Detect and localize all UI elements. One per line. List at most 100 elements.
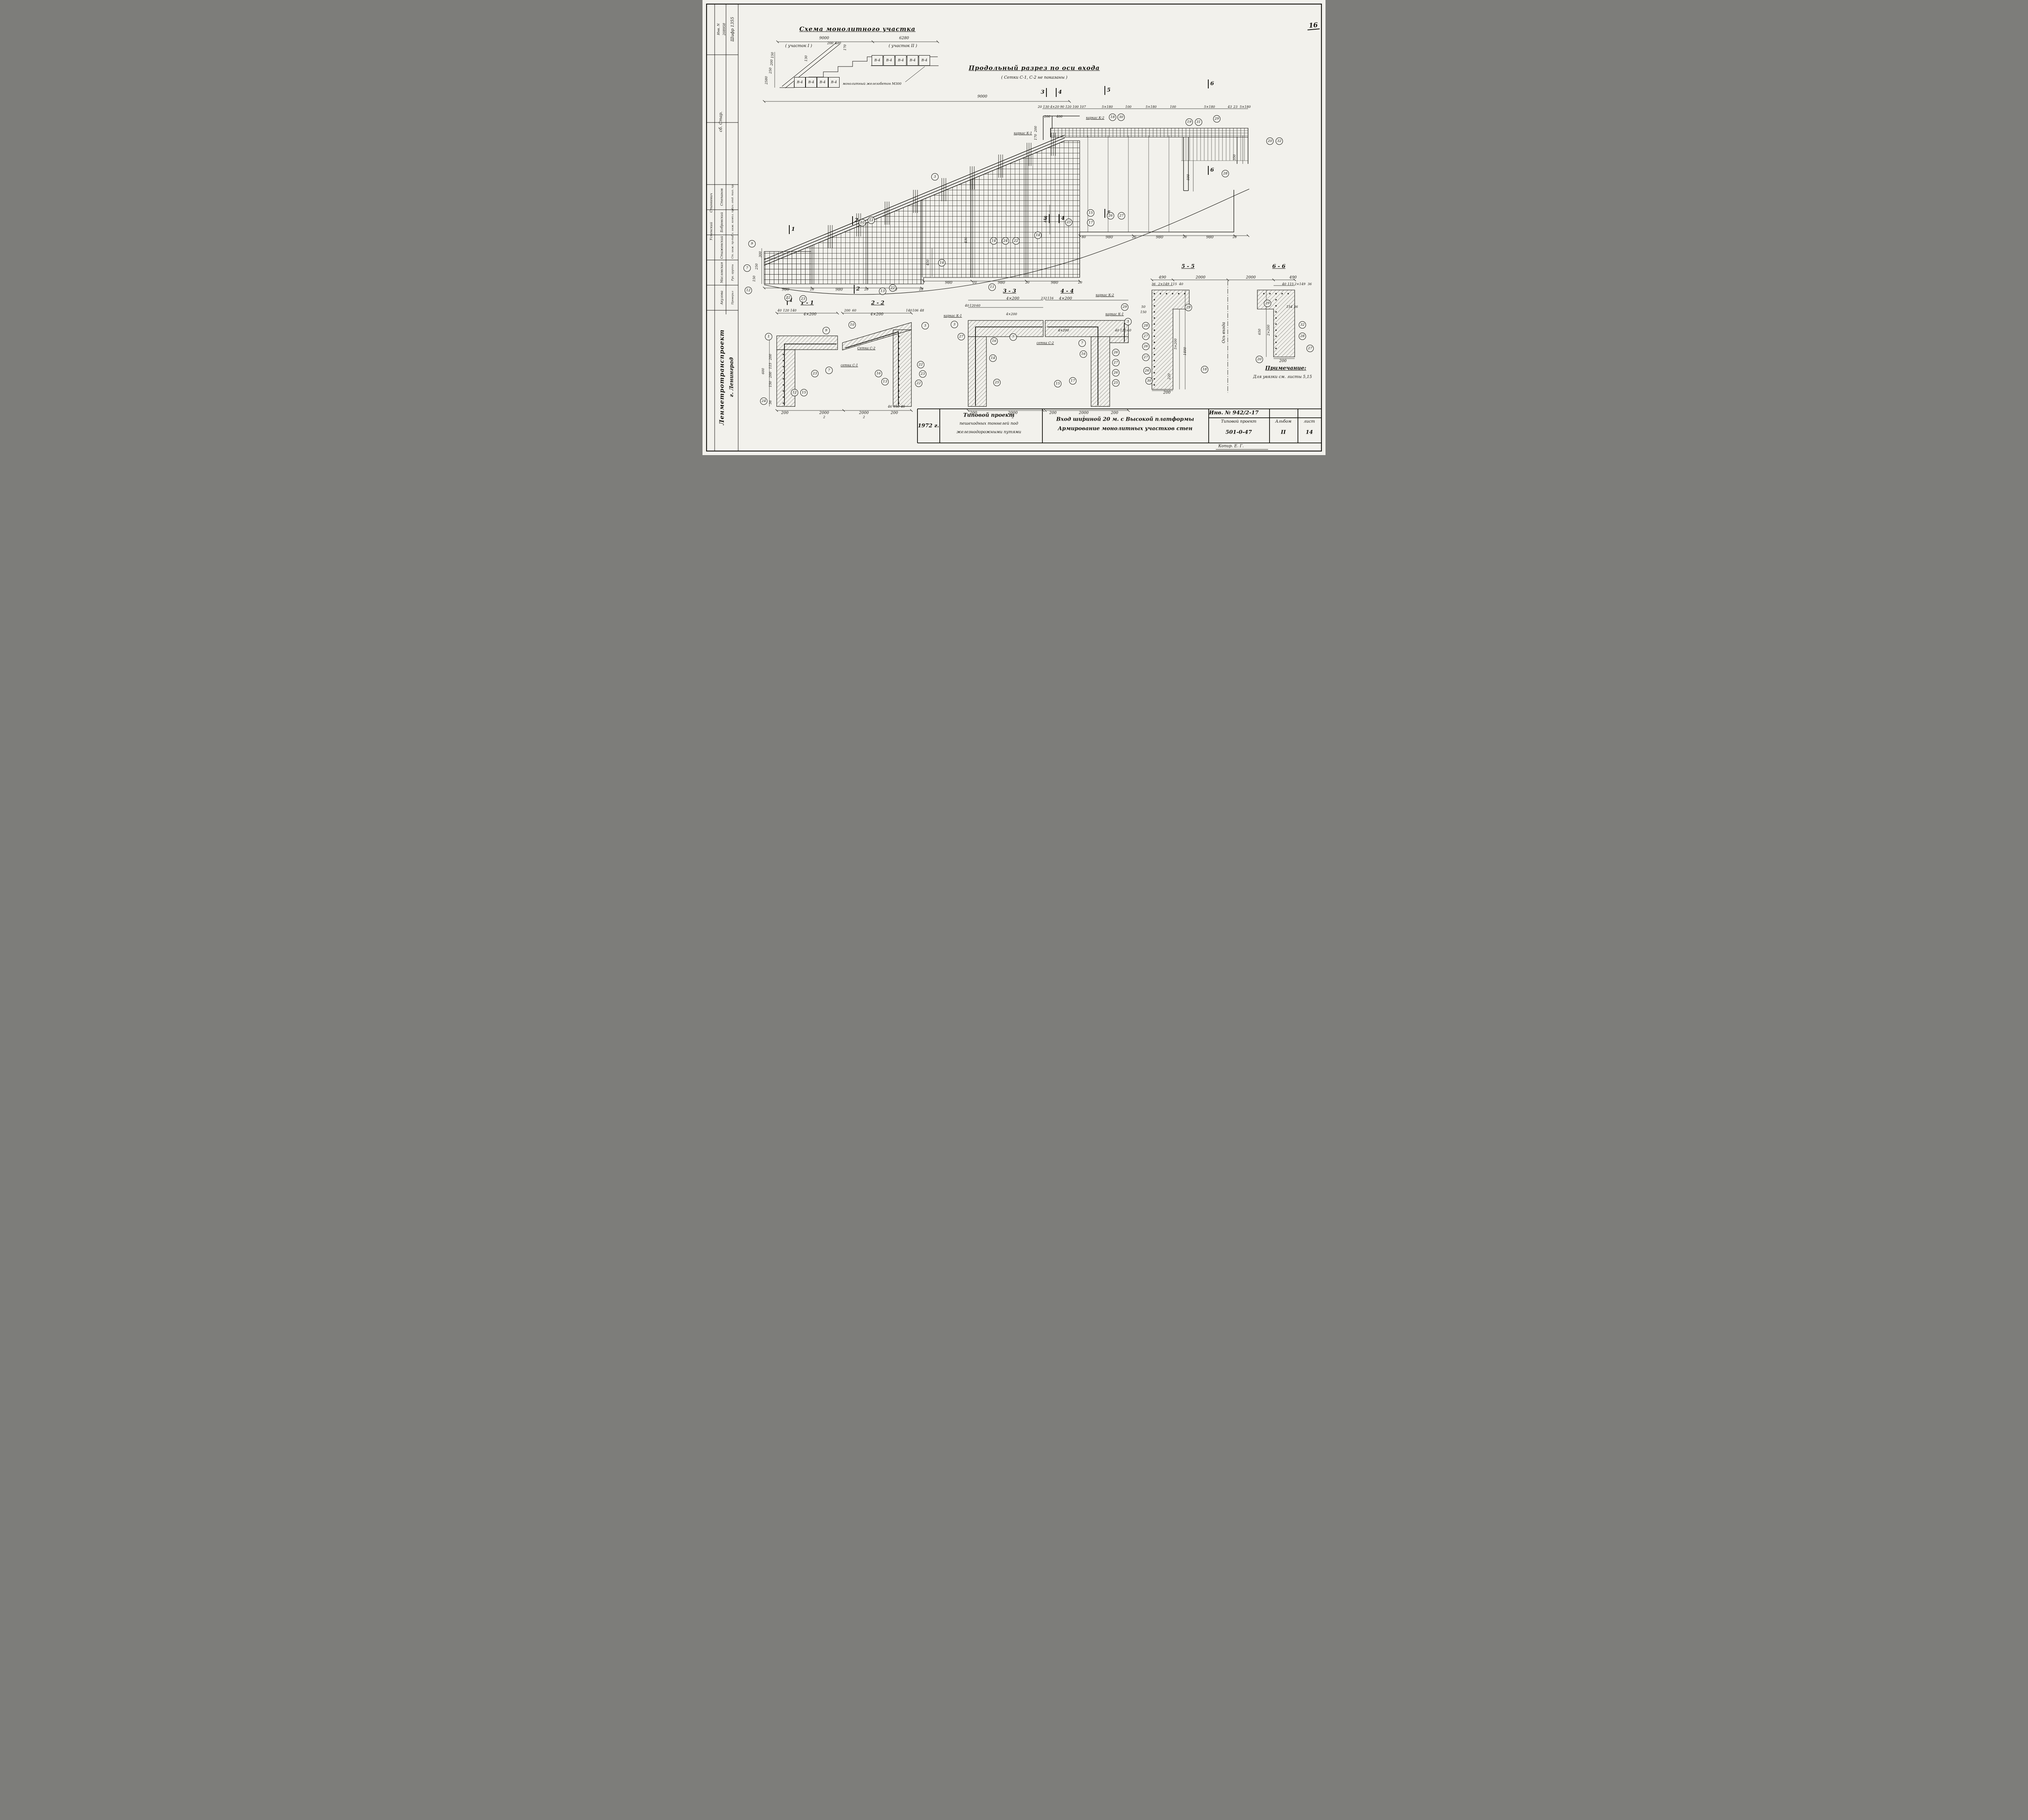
bar-mark-callout: 27 [1142,354,1149,361]
bar-mark-callout: 27 [958,333,965,340]
dimension-label: 980 [945,280,953,285]
dimension-label: 20 [1078,281,1083,284]
dimension-label: 5×200 [1174,338,1177,350]
titleblock-year: 1972 г. [917,423,939,429]
dimension-label: 120 [1120,329,1126,332]
dimension-label: 4×200 [1058,329,1069,332]
drawing-label: монолитный железобетон М300 [842,82,902,86]
block-label-b4: В-4 [794,77,806,88]
dimension-label: 36 [769,400,772,405]
dimension-label: 980 [1206,235,1214,240]
dimension-label: 200 [827,41,834,45]
bar-mark-callout: 3 [922,322,929,329]
bar-mark-callout: 29 [1264,300,1271,307]
dimension-label: 4×200 [1006,312,1017,316]
dimension-label: 20 [864,288,869,291]
bar-mark-callout: 26 [1142,343,1149,350]
bar-mark-callout: 13 [881,378,889,385]
dimension-label: 40 [1282,282,1287,286]
bar-mark-callout: 16 [990,337,998,345]
dimension-label: 2000 [1078,410,1089,415]
dimension-label: 200 [1044,115,1051,118]
bar-mark-callout: 18 [1201,366,1208,373]
bar-mark-callout: 12 [745,287,752,294]
dimension-label: 5×180 [1145,105,1157,109]
drawing-label: Ось входа [1222,322,1226,344]
bar-mark-callout: 19 [1186,118,1193,126]
dimension-label: 2000 [819,410,829,415]
dimension-label: 36 [1151,282,1156,286]
dimension-label: 20 [1232,235,1237,239]
titleblock-album-number: II [1280,429,1286,436]
bar-mark-callout: 16 [1080,350,1087,358]
dimension-label: 5×180 [1102,105,1113,109]
section-cut-marker: 5 [1104,86,1111,95]
bar-mark-callout: 31 [1195,118,1202,126]
dimension-label: 40 [965,304,969,307]
drawing-label: 5 - 5 [1181,263,1195,270]
dimension-label: 150 [1140,310,1147,314]
main-subtitle: ( Сетки С-1, С-2 не показаны ) [1001,75,1068,80]
dimension-label: 400 [835,41,841,45]
dimension-label: 116 [1047,297,1054,300]
bar-mark-callout: 22 [1012,237,1020,245]
bar-mark-callout: 26 [1107,212,1114,219]
dimension-label: 150 [893,405,900,408]
dimension-label: 40 [900,405,905,408]
stamp-text: Инв. N [717,23,720,35]
dimension-label: 220 [1167,373,1171,380]
dimension-label: 490 [1289,275,1297,280]
bar-mark-callout: 22 [889,284,896,292]
dimension-label: 50 [1141,305,1146,309]
bar-mark-callout: 23 [919,370,926,378]
section-cut-marker: 2 [852,216,858,225]
block-label-b4: В-4 [883,55,895,66]
bar-mark-callout: 10 [859,219,866,226]
dimension-label: 200 [770,59,773,66]
dimension-label: 115 [769,363,772,369]
stamp-text: Акулова [720,290,724,305]
dimension-label: 9000 [819,36,829,41]
bar-mark-callout: 29 [1213,115,1220,122]
bar-mark-callout: 25 [1065,219,1072,226]
dimension-label: 2×200 [1267,324,1270,336]
dimension-label: 500 [1186,174,1190,180]
note-text: Для увязки см. листы 5,15 [1253,375,1312,379]
dimension-label: 980 [1156,235,1164,240]
block-label-b4: В-4 [872,55,883,66]
bar-mark-callout: 26 [1143,367,1151,374]
titleblock-series-number: 501-0-47 [1225,429,1252,436]
bar-mark-callout: 22 [915,380,922,387]
dimension-label: 140 [790,309,797,312]
dimension-label: 36 [1293,305,1298,309]
dimension-label: 430 [964,237,968,243]
dimension-label: 650 [1258,329,1261,335]
dimension-label: 20 [972,281,977,284]
drawing-label: каркас К-2 [1086,116,1104,120]
dimension-label: 23 [1233,105,1238,109]
bar-mark-callout: 24 [1002,237,1009,245]
dimension-label: 200 [769,354,772,360]
dimension-label: 200 [1279,359,1287,363]
stamp-text: 208958 [722,23,726,36]
dimension-label: 2000 [1008,410,1018,415]
copy-note: Копир. Е. Г. [1216,444,1268,450]
titleblock-project-line3: железнодорожными путями [956,430,1021,434]
dimension-label: 980 [835,287,843,292]
bar-mark-callout: 29 [1185,304,1192,311]
stamp-text: Гл. инж. компл. пр. [730,208,734,236]
stamp-text: Шифр 1355 [730,17,735,42]
bar-mark-callout: 10 [849,321,856,329]
dimension-label: 20 [1132,235,1136,239]
section-cut-marker: 4 [1059,214,1065,223]
dimension-label: 440 [1044,216,1047,223]
dimension-label: 20 [810,288,814,291]
bar-mark-callout: 20 [1266,138,1274,145]
dimension-label: 200 [969,410,977,415]
stamp-text: Бобровский [720,212,724,232]
dimension-label: 4×200 [870,312,884,317]
dimension-label: 200 [1111,410,1119,415]
drawing-label: 6 - 6 [1272,263,1286,270]
bar-mark-callout: 3 [951,321,958,328]
dimension-label: 2000 [859,410,869,415]
